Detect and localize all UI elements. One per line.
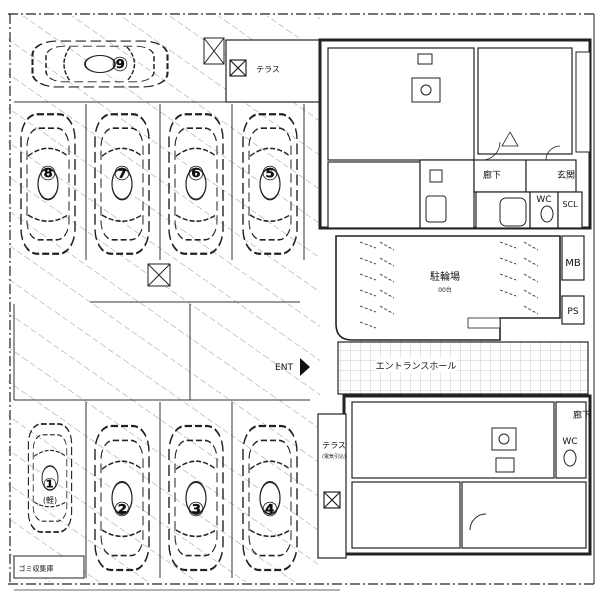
parking-number-4: ④ <box>262 497 279 521</box>
terrace-top <box>225 39 321 103</box>
garbage-area <box>13 555 85 579</box>
parking-number-6: ⑥ <box>188 161 205 185</box>
door-swings-top <box>481 131 561 161</box>
wc-label-1: WC <box>536 195 551 205</box>
ps-label: PS <box>567 307 578 317</box>
building-bottom <box>342 394 592 556</box>
parking-number-3: ③ <box>188 497 205 521</box>
parking-bay-lines <box>13 101 310 578</box>
parking-number-2: ② <box>114 497 131 521</box>
terrace-mid-sublabel: (電気引込) <box>322 453 346 460</box>
parking-number-1: ① <box>43 475 57 495</box>
meter-box-top <box>203 37 225 65</box>
kitchen-fixture-top <box>411 53 441 103</box>
parking-number-5: ⑤ <box>262 161 279 185</box>
scl-label: SCL <box>562 200 578 209</box>
drain-box <box>147 263 171 287</box>
entrance-hall-label: エントランスホール <box>376 361 457 372</box>
corridor-label-2: 廊下 <box>573 409 591 421</box>
parking-number-9: ⑨ <box>112 52 129 76</box>
terrace-mid <box>317 413 347 559</box>
bike-parking-sublabel: 00台 <box>438 286 452 294</box>
bath-fixture-top <box>425 169 554 227</box>
terrace-top-label: テラス <box>256 65 280 74</box>
corridor-label-1: 廊下 <box>483 169 501 181</box>
wc-label-2: WC <box>562 437 577 447</box>
garbage-label: ゴミ収集庫 <box>19 564 54 573</box>
mb-label: MB <box>565 258 581 269</box>
entrance-label: 玄関 <box>557 169 575 181</box>
bike-parking-area <box>335 235 585 341</box>
parking-number-8: ⑧ <box>40 161 57 185</box>
entrance-arrow-icon <box>300 358 310 376</box>
parking-note-1: (軽) <box>43 496 57 505</box>
fixtures-bottom <box>469 427 577 531</box>
ent-label: ENT <box>275 363 293 373</box>
parking-number-7: ⑦ <box>114 161 131 185</box>
bike-parking-label: 駐輪場 <box>430 270 460 283</box>
entrance-hall-label-bg <box>376 358 456 372</box>
terrace-mid-label: テラス <box>322 441 346 450</box>
